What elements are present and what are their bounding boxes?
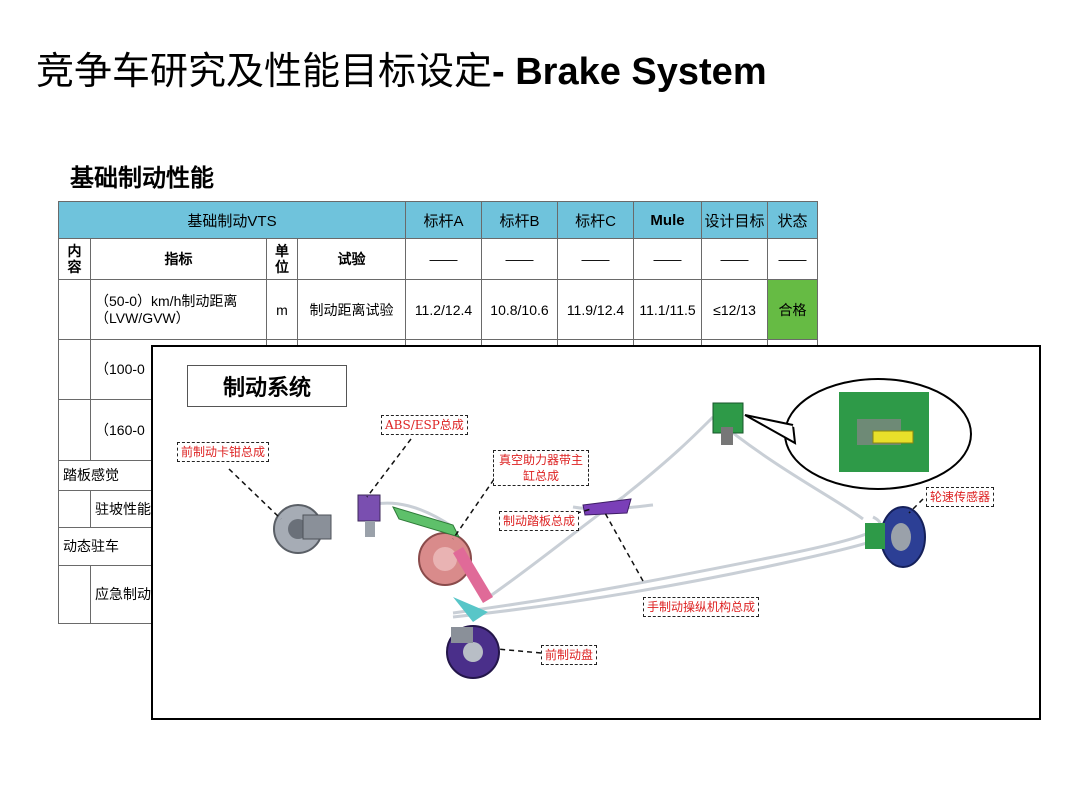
header-mule: Mule	[633, 201, 702, 239]
header-vts: 基础制动VTS	[58, 201, 406, 239]
row1-target: ≤12/13	[701, 279, 768, 340]
label-brake-pedal: 制动踏板总成	[499, 511, 580, 531]
front-disc-part	[446, 625, 500, 679]
dash-cell: ——	[767, 238, 818, 280]
booster-part	[392, 506, 493, 622]
row1-unit: m	[266, 279, 298, 340]
row1-benchmark-a: 11.2/12.4	[405, 279, 482, 340]
subheader-unit: 单位	[266, 238, 298, 280]
label-wheel-speed-sensor: 轮速传感器	[926, 487, 995, 507]
brake-system-diagram: 制动系统 前制动卡钳总成 ABS/ESP总成 真空助力器带主缸总成 制动踏板总成…	[151, 345, 1041, 720]
page-title: 竞争车研究及性能目标设定- Brake System	[36, 40, 767, 95]
dash-cell: ——	[481, 238, 558, 280]
label-booster: 真空助力器带主缸总成	[493, 450, 589, 486]
diagram-graphics	[228, 378, 972, 679]
dash-cell: ——	[633, 238, 702, 280]
table-subheader-row: 内容 指标 单位 试验 —— —— —— —— —— ——	[58, 238, 818, 280]
rear-caliper-top-part	[712, 402, 744, 445]
header-status: 状态	[767, 201, 818, 239]
subheader-content: 内容	[58, 238, 91, 280]
abs-module-part	[357, 494, 381, 537]
table-header-row: 基础制动VTS 标杆A 标杆B 标杆C Mule 设计目标 状态	[58, 201, 818, 239]
label-front-disc: 前制动盘	[541, 645, 598, 665]
row1-benchmark-b: 10.8/10.6	[481, 279, 558, 340]
row1-test: 制动距离试验	[297, 279, 406, 340]
handbrake-part	[582, 498, 632, 516]
label-abs-esp: ABS/ESP总成	[381, 415, 468, 435]
dash-cell: ——	[701, 238, 768, 280]
row1-status-badge: 合格	[767, 279, 818, 340]
header-benchmark-a: 标杆A	[405, 201, 482, 239]
rear-wheel-part	[865, 506, 926, 568]
front-caliper-part	[273, 504, 332, 554]
wheel-sensor-zoom	[744, 378, 972, 490]
row1-benchmark-c: 11.9/12.4	[557, 279, 634, 340]
header-benchmark-c: 标杆C	[557, 201, 634, 239]
section-title: 基础制动性能	[70, 164, 214, 192]
header-benchmark-b: 标杆B	[481, 201, 558, 239]
title-english: - Brake System	[492, 51, 767, 93]
row1-metric: （50-0）km/h制动距离（LVW/GVW）	[90, 279, 267, 340]
subheader-metric: 指标	[90, 238, 267, 280]
dash-cell: ——	[405, 238, 482, 280]
label-front-caliper: 前制动卡钳总成	[177, 442, 270, 462]
label-handbrake: 手制动操纵机构总成	[643, 597, 760, 617]
subheader-test: 试验	[297, 238, 406, 280]
table-row: （50-0）km/h制动距离（LVW/GVW） m 制动距离试验 11.2/12…	[58, 279, 818, 340]
header-target: 设计目标	[701, 201, 768, 239]
row1-mule: 11.1/11.5	[633, 279, 702, 340]
dash-cell: ——	[557, 238, 634, 280]
diagram-heading: 制动系统	[187, 365, 347, 407]
title-chinese: 竞争车研究及性能目标设定	[36, 49, 493, 93]
